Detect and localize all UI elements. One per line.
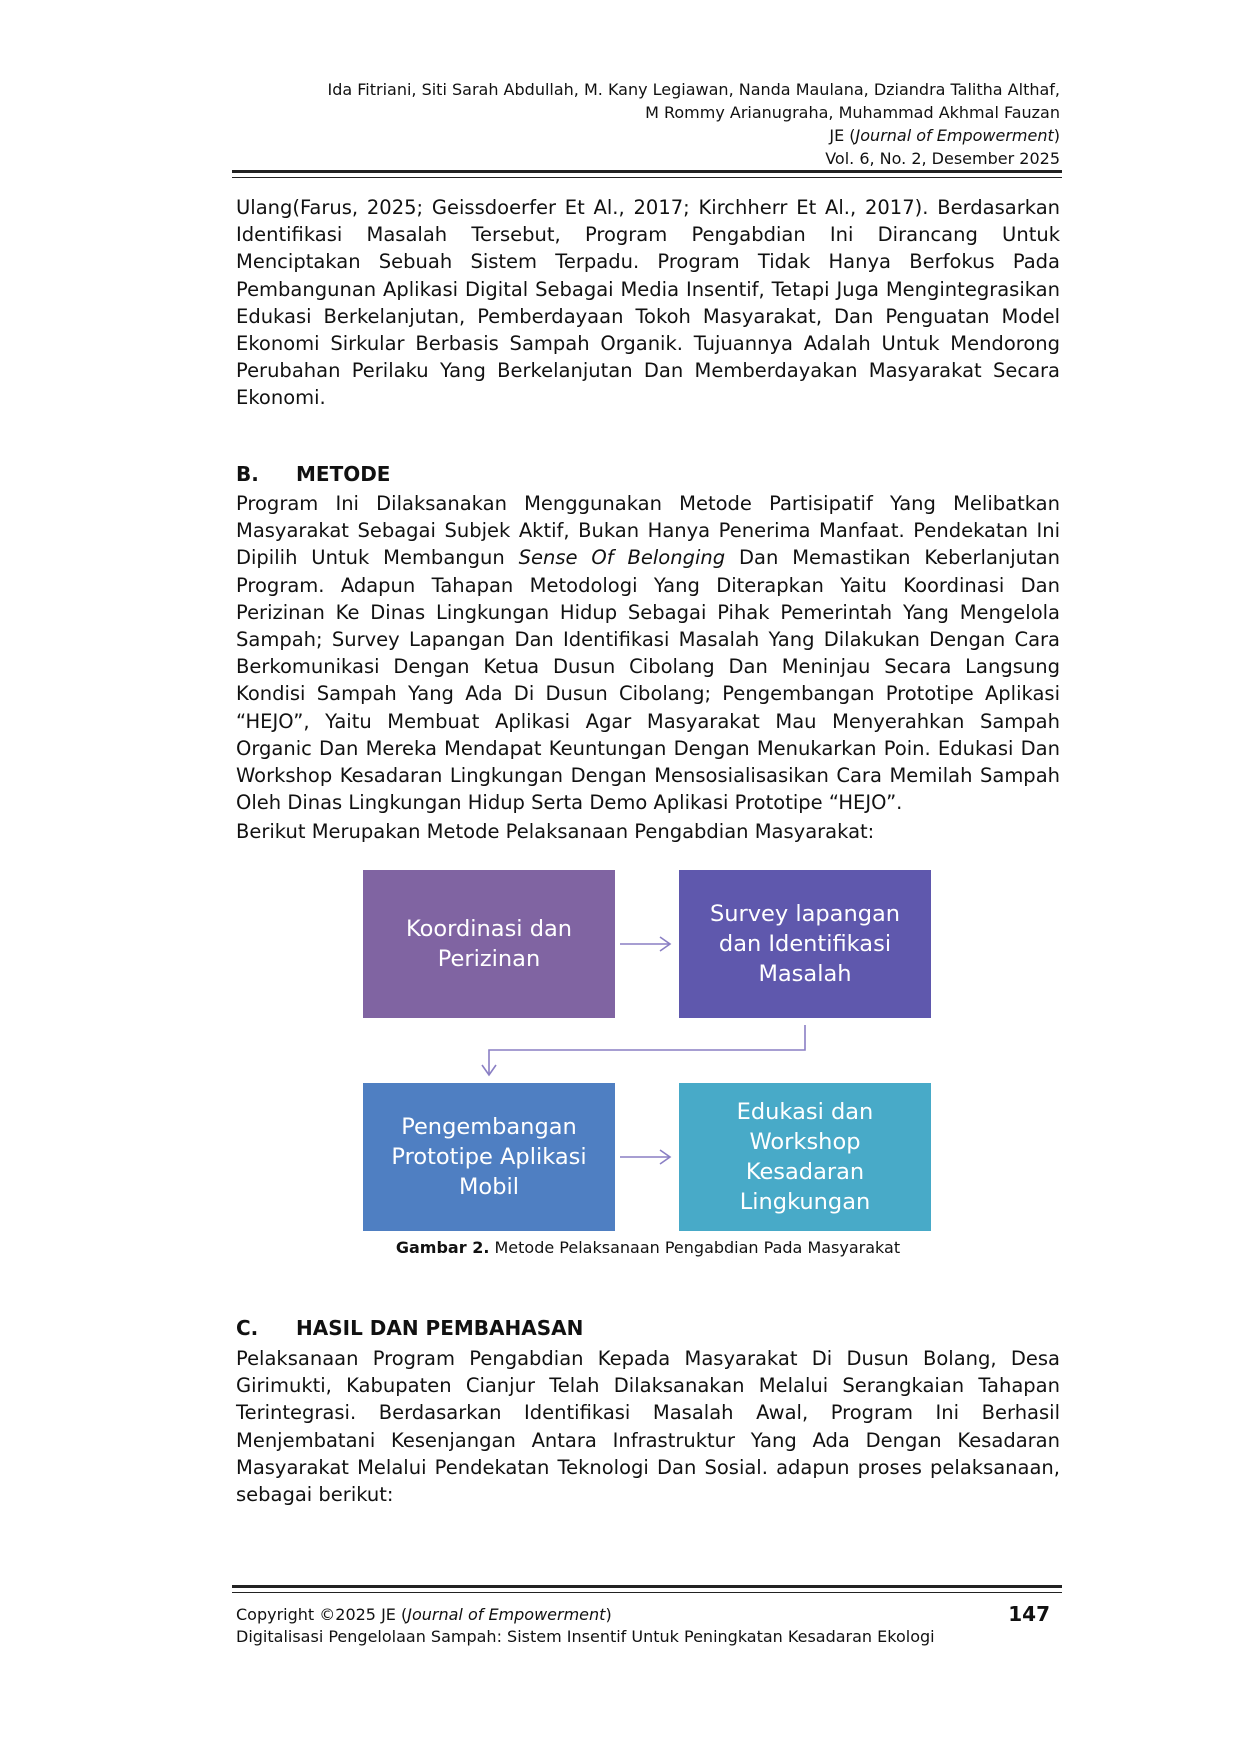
metode-italic-term: Sense Of Belonging bbox=[518, 546, 726, 570]
step-edukasi-label: Edukasi dan Workshop Kesadaran Lingkunga… bbox=[736, 1099, 874, 1215]
header-volume: Vol. 6, No. 2, Desember 2025 bbox=[825, 149, 1060, 168]
intro-paragraph: Ulang(Farus, 2025; Geissdoerfer Et Al., … bbox=[236, 196, 1060, 410]
step-pengembangan-label: Pengembangan Prototipe Aplikasi Mobil bbox=[391, 1114, 587, 1200]
section-b-number: B. bbox=[236, 462, 259, 486]
step-koordinasi-label: Koordinasi dan Perizinan bbox=[405, 916, 573, 972]
page-number: 147 bbox=[1008, 1602, 1050, 1626]
section-c-number: C. bbox=[236, 1316, 259, 1340]
step-edukasi-box: Edukasi dan Workshop Kesadaran Lingkunga… bbox=[679, 1083, 931, 1231]
metode-lead-in: Berikut Merupakan Metode Pelaksanaan Pen… bbox=[236, 820, 875, 843]
step-survey-box: Survey lapangan dan Identifikasi Masalah bbox=[679, 870, 931, 1018]
running-header: Ida Fitriani, Siti Sarah Abdullah, M. Ka… bbox=[236, 78, 1060, 170]
figure-caption-text: Metode Pelaksanaan Pengabdian Pada Masya… bbox=[489, 1238, 901, 1257]
footer-divider bbox=[232, 1585, 1062, 1593]
section-c-heading: C. HASIL DAN PEMBAHASAN bbox=[236, 1316, 583, 1340]
header-authors-line2: M Rommy Arianugraha, Muhammad Akhmal Fau… bbox=[645, 103, 1060, 122]
step-koordinasi-box: Koordinasi dan Perizinan bbox=[363, 870, 615, 1018]
section-c-title: HASIL DAN PEMBAHASAN bbox=[296, 1316, 584, 1340]
header-journal: JE (Journal of Empowerment) bbox=[829, 126, 1060, 145]
step-survey-label: Survey lapangan dan Identifikasi Masalah bbox=[709, 901, 901, 987]
step-pengembangan-box: Pengembangan Prototipe Aplikasi Mobil bbox=[363, 1083, 615, 1231]
figure-label: Gambar 2. bbox=[395, 1238, 490, 1257]
section-b-heading: B. METODE bbox=[236, 462, 390, 486]
figure-caption: Gambar 2. Metode Pelaksanaan Pengabdian … bbox=[236, 1238, 1060, 1257]
header-authors-line1: Ida Fitriani, Siti Sarah Abdullah, M. Ka… bbox=[327, 80, 1060, 99]
arrow-step2-to-step3-head bbox=[481, 1064, 497, 1077]
section-b-title: METODE bbox=[296, 462, 391, 486]
metode-paragraph: Program Ini Dilaksanakan Menggunakan Met… bbox=[236, 492, 1060, 815]
arrow-step1-to-step2-head bbox=[659, 936, 672, 952]
footer: Copyright ©2025 JE (Journal of Empowerme… bbox=[236, 1604, 935, 1648]
footer-copyright: Copyright ©2025 JE (Journal of Empowerme… bbox=[236, 1605, 612, 1624]
footer-article-title: Digitalisasi Pengelolaan Sampah: Sistem … bbox=[236, 1627, 935, 1646]
arrow-step3-to-step4-head bbox=[659, 1149, 672, 1165]
header-divider bbox=[232, 170, 1062, 178]
arrow-step2-to-step3 bbox=[488, 1025, 806, 1075]
hasil-paragraph: Pelaksanaan Program Pengabdian Kepada Ma… bbox=[236, 1347, 1060, 1507]
